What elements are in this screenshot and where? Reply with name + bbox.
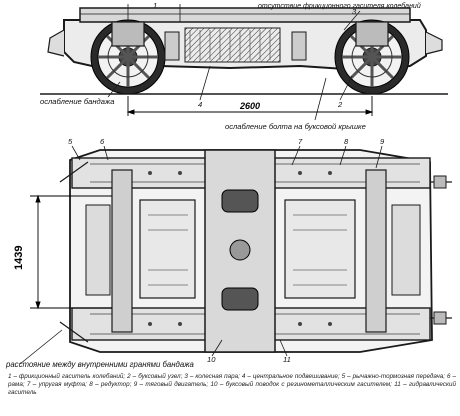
part-number-11: 11: [283, 355, 291, 364]
plan-leaders: [19, 145, 383, 365]
side-view: [40, 7, 448, 95]
part-number-8: 8: [344, 137, 349, 146]
part-number-7: 7: [298, 137, 303, 146]
left-axlebox: [111, 21, 145, 47]
part-number-4: 4: [198, 100, 203, 109]
side-frame-upper-beam: [79, 7, 411, 23]
side-leaders: [107, 4, 361, 121]
part-number-2: 2: [338, 100, 343, 109]
wheelbase-dimension-line: [126, 96, 374, 116]
dimension-1439: 1439: [13, 245, 25, 270]
dimension-2600: 2600: [240, 101, 261, 111]
central-suspension-springs: [184, 27, 281, 63]
part-number-9: 9: [380, 137, 385, 146]
right-axlebox: [355, 21, 389, 47]
part-number-3: 3: [352, 7, 357, 16]
figure-legend: 1 – фрикционный гаситель колебаний; 2 – …: [8, 373, 456, 396]
callout-no-friction-damper: отсутствие фрикционного гасителя колебан…: [258, 3, 421, 10]
track-dimension-line: [30, 194, 112, 310]
plan-right-axle: [365, 169, 387, 333]
callout-inner-faces-distance: расстояние между внутренними гранями бан…: [6, 360, 194, 369]
part-number-10: 10: [207, 355, 216, 364]
part-number-6: 6: [100, 137, 105, 146]
callout-bolt-loosening: ослабление болта на буксовой крышке: [225, 122, 366, 131]
plan-left-axle: [111, 169, 133, 333]
callout-tire-loosening: ослабление бандажа: [40, 97, 115, 106]
plan-right-motor: [284, 199, 356, 299]
part-number-5: 5: [68, 137, 73, 146]
plan-view: [59, 149, 452, 353]
plan-left-motor: [139, 199, 196, 299]
part-number-1: 1: [153, 1, 158, 10]
